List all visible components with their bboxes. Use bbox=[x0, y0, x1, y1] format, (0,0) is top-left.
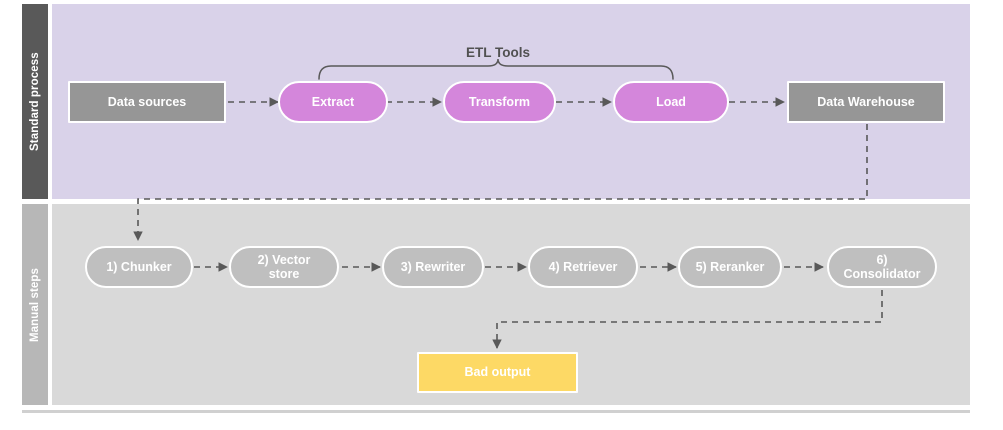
node-retriever[interactable]: 4) Retriever bbox=[528, 246, 638, 288]
node-label: 5) Reranker bbox=[695, 259, 765, 274]
node-label: 3) Rewriter bbox=[400, 259, 466, 274]
etl-tools-label: ETL Tools bbox=[466, 45, 530, 60]
node-chunker[interactable]: 1) Chunker bbox=[85, 246, 193, 288]
lane-header-manual-steps: Manual steps bbox=[22, 204, 48, 405]
node-label: 4) Retriever bbox=[548, 259, 618, 274]
node-load[interactable]: Load bbox=[613, 81, 729, 123]
node-data-sources[interactable]: Data sources bbox=[68, 81, 226, 123]
node-extract[interactable]: Extract bbox=[278, 81, 388, 123]
node-data-warehouse[interactable]: Data Warehouse bbox=[787, 81, 945, 123]
node-label: 1) Chunker bbox=[106, 259, 172, 274]
node-transform[interactable]: Transform bbox=[443, 81, 556, 123]
node-reranker[interactable]: 5) Reranker bbox=[678, 246, 782, 288]
node-rewriter[interactable]: 3) Rewriter bbox=[382, 246, 484, 288]
node-label: Transform bbox=[468, 94, 531, 109]
bottom-divider-rule bbox=[22, 410, 970, 413]
node-label: Load bbox=[656, 94, 686, 109]
node-label: 6)Consolidator bbox=[843, 252, 921, 281]
node-label: Data Warehouse bbox=[817, 94, 915, 109]
node-label: Extract bbox=[311, 94, 355, 109]
node-label: Bad output bbox=[464, 365, 531, 380]
node-consolidator[interactable]: 6)Consolidator bbox=[827, 246, 937, 288]
node-label: Data sources bbox=[107, 94, 187, 109]
lane-header-standard-process: Standard process bbox=[22, 4, 48, 199]
node-bad-output[interactable]: Bad output bbox=[417, 352, 578, 393]
